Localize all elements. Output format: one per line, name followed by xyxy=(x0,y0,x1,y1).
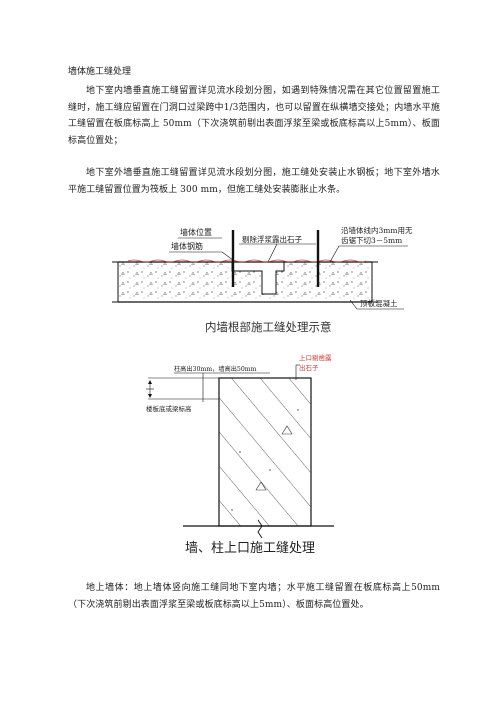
slab-section xyxy=(112,259,378,303)
label-slab-bottom: 楼板底或梁标高 xyxy=(146,404,192,413)
label-remove-slurry: 剔除浮浆露出石子 xyxy=(242,234,302,244)
paragraph-outer-wall: 地下室外墙垂直施工缝留置详见流水段划分图，施工缝处安装止水钢板；地下室外墙水平施… xyxy=(68,168,440,195)
label-top-chip-2: 出石子 xyxy=(299,363,319,372)
label-height-note: 柱高出30mm，墙高出50mm xyxy=(174,365,257,373)
figure2-caption: 墙、柱上口施工缝处理 xyxy=(185,541,315,556)
label-slab-concrete: 顶板混凝土 xyxy=(360,298,398,308)
wall-column-section xyxy=(183,377,334,539)
label-top-chip-1: 上口剔凿露 xyxy=(299,353,332,362)
paragraph-above-ground-wall: 地上墙体：地上墙体竖向施工缝同地下室内墙；水平施工缝留置在板底标高上50mm（下… xyxy=(68,583,440,610)
label-wall-position: 墙体位置 xyxy=(180,227,212,237)
paragraph-inner-wall: 地下室内墙垂直施工缝留置详见流水段划分图，如遇到特殊情况需在其它位置留置施工缝时… xyxy=(68,86,440,146)
figure1-caption: 内墙根部施工缝处理示意 xyxy=(205,320,332,334)
section-heading: 墙体施工缝处理 xyxy=(68,67,132,77)
label-cut-line-1: 沿墙体线内3mm用无 xyxy=(341,225,413,235)
label-cut-line-2: 齿锯下切3－5mm xyxy=(341,235,402,245)
label-wall-rebar: 墙体钢筋 xyxy=(171,241,203,251)
